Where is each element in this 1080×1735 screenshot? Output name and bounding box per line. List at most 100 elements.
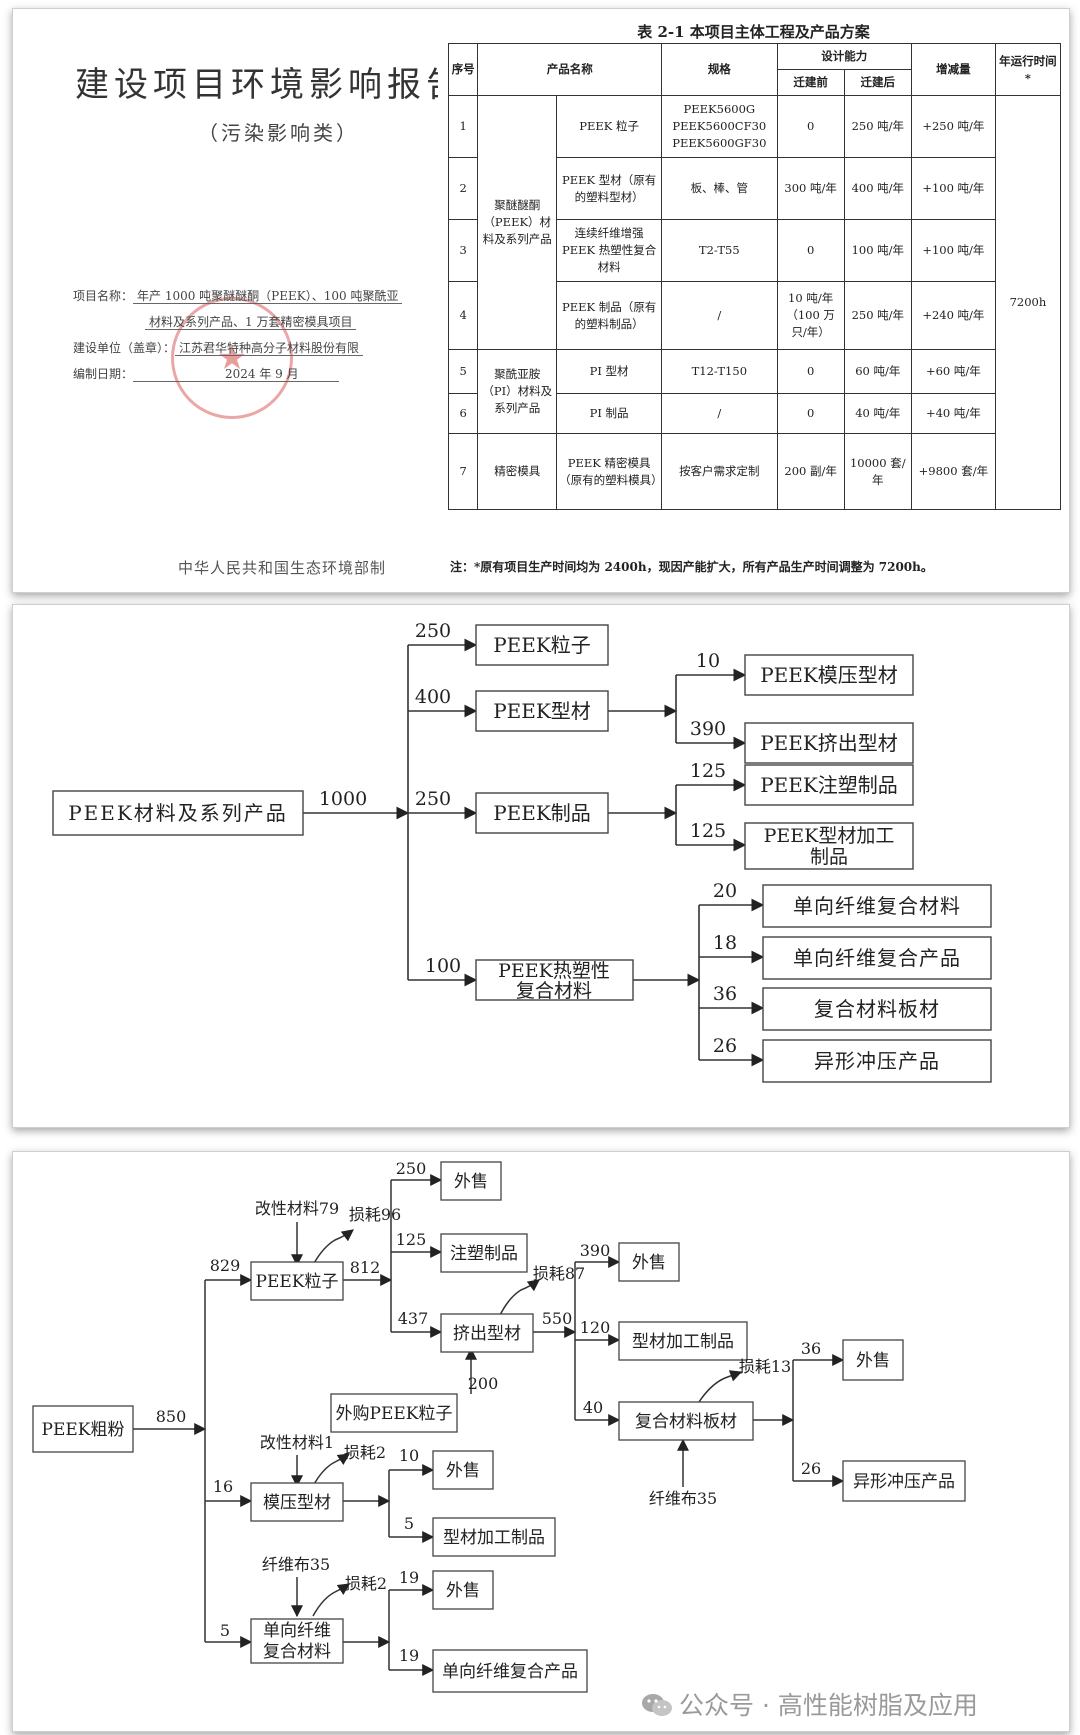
cell-no: 4 bbox=[447, 281, 479, 350]
tree-labels: PEEK材料及系列产品 PEEK粒子 PEEK型材 PEEK制品 PEEK热塑性… bbox=[68, 633, 961, 1073]
value-profile: 400 bbox=[415, 686, 451, 708]
box-extrusion bbox=[440, 1313, 534, 1353]
sale-1-label: 外售 bbox=[454, 1172, 488, 1192]
value-40: 40 bbox=[583, 1398, 603, 1417]
cell-product: PEEK 精密模具（原有的塑料模具） bbox=[556, 433, 663, 510]
official-seal: ★ bbox=[171, 297, 293, 419]
report-cover: 建设项目环境影响报告 （污染影响类） ★ 项目名称：年产 1000 吨聚醚醚酮（… bbox=[13, 9, 460, 592]
flow-inputs: 改性材料79 改性材料1 纤维布35 纤维布35 损耗96 损耗87 损耗2 损… bbox=[255, 1199, 791, 1593]
cell-after: 400 吨/年 bbox=[843, 157, 912, 220]
value-composite: 100 bbox=[425, 955, 461, 977]
seal-star-icon: ★ bbox=[216, 338, 248, 378]
node-product bbox=[475, 792, 609, 834]
group-peek: 聚醚醚酮（PEEK）材料及系列产品 bbox=[477, 95, 558, 350]
header-hours: 年运行时间* bbox=[994, 43, 1062, 96]
value-molded-profile: 10 bbox=[696, 650, 720, 672]
cell-before: 0 bbox=[776, 393, 845, 434]
box-injection bbox=[440, 1233, 528, 1273]
material-flow-panel: PEEK粗粉 PEEK粒子 外售 注塑制品 挤出型材 外购PEEK粒子 外售 型… bbox=[12, 1151, 1070, 1732]
value-390: 390 bbox=[580, 1241, 611, 1260]
extruded-profile-label: PEEK挤出型材 bbox=[760, 731, 898, 755]
cell-product: PEEK 型材（原有的塑料型材） bbox=[556, 157, 663, 220]
cell-no: 1 bbox=[447, 95, 479, 158]
box-sale-4 bbox=[432, 1450, 494, 1490]
cell-product: PEEK 制品（原有的塑料制品） bbox=[556, 281, 663, 350]
date-label: 编制日期： bbox=[73, 367, 134, 381]
cell-change: +240 吨/年 bbox=[910, 281, 996, 350]
box-sale-5 bbox=[432, 1570, 494, 1610]
cell-after: 10000 套/年 bbox=[843, 433, 912, 510]
composite-label-1: PEEK热塑性 bbox=[498, 960, 610, 982]
tree-connectors bbox=[303, 638, 765, 1067]
value-product: 250 bbox=[415, 788, 451, 810]
table-title: 表 2-1 本项目主体工程及产品方案 bbox=[637, 23, 870, 41]
value-36: 36 bbox=[801, 1339, 821, 1358]
ud-material-label: 单向纤维复合材料 bbox=[793, 894, 961, 918]
watermark-text: 公众号 · 高性能树脂及应用 bbox=[679, 1691, 978, 1720]
value-120: 120 bbox=[580, 1318, 611, 1337]
profile-product-1-label: 型材加工制品 bbox=[632, 1332, 734, 1352]
value-root: 1000 bbox=[319, 788, 367, 810]
cell-no: 5 bbox=[447, 349, 479, 394]
tree-boxes bbox=[52, 624, 992, 1083]
node-extruded-profile bbox=[744, 722, 914, 764]
extrusion-label: 挤出型材 bbox=[453, 1324, 521, 1344]
node-molded-profile bbox=[744, 654, 914, 696]
root-label: PEEK材料及系列产品 bbox=[68, 801, 288, 825]
value-stamped: 26 bbox=[713, 1035, 737, 1057]
profile-label: PEEK型材 bbox=[493, 699, 591, 723]
cell-change: +60 吨/年 bbox=[910, 349, 996, 394]
node-profile-machined bbox=[744, 822, 914, 870]
cell-after: 60 吨/年 bbox=[843, 349, 912, 394]
cover-subtitle: （污染影响类） bbox=[198, 121, 359, 145]
cell-spec: 按客户需求定制 bbox=[661, 433, 778, 510]
table-row: 1 聚醚醚酮（PEEK）材料及系列产品 PEEK 粒子 PEEK5600G PE… bbox=[447, 95, 1062, 510]
cell-change: +250 吨/年 bbox=[910, 95, 996, 158]
value-437: 437 bbox=[398, 1309, 429, 1328]
node-profile bbox=[475, 690, 609, 732]
table-row: 7 精密模具 PEEK 精密模具（原有的塑料模具） 按客户需求定制 200 副/… bbox=[447, 433, 1061, 510]
date-field: 编制日期：2024 年 9 月 bbox=[73, 365, 339, 382]
value-250: 250 bbox=[396, 1159, 427, 1178]
molded-label: 模压型材 bbox=[263, 1493, 331, 1513]
header-spec: 规格 bbox=[661, 43, 778, 96]
cell-product: PEEK 粒子 bbox=[556, 95, 663, 158]
fiber-35-label-b: 纤维布35 bbox=[649, 1489, 717, 1508]
product-breakdown-panel: PEEK材料及系列产品 PEEK粒子 PEEK型材 PEEK制品 PEEK热塑性… bbox=[12, 604, 1070, 1128]
cell-change: +100 吨/年 bbox=[910, 219, 996, 282]
fiber-35-label-a: 纤维布35 bbox=[262, 1555, 330, 1574]
cell-before: 300 吨/年 bbox=[776, 157, 845, 220]
value-10: 10 bbox=[399, 1446, 419, 1465]
ud-product-label: 单向纤维复合产品 bbox=[793, 946, 961, 970]
header-name: 产品名称 bbox=[477, 43, 663, 96]
composite-label-2: 复合材料 bbox=[516, 980, 592, 1002]
cell-before: 10 吨/年（100 万只/年） bbox=[776, 281, 845, 350]
modifier-1-label: 改性材料1 bbox=[260, 1433, 334, 1452]
value-200: 200 bbox=[468, 1374, 499, 1393]
cell-after: 100 吨/年 bbox=[843, 219, 912, 282]
box-sale-1 bbox=[440, 1161, 502, 1201]
cell-after: 250 吨/年 bbox=[843, 281, 912, 350]
product-breakdown-diagram: PEEK材料及系列产品 PEEK粒子 PEEK型材 PEEK制品 PEEK热塑性… bbox=[52, 620, 992, 1083]
box-stamped bbox=[842, 1460, 966, 1502]
cell-before: 0 bbox=[776, 95, 845, 158]
loss-96-label: 损耗96 bbox=[349, 1205, 401, 1224]
table-row: 6 PI 制品 / 0 40 吨/年 +40 吨/年 bbox=[447, 393, 1061, 434]
modifier-79-label: 改性材料79 bbox=[255, 1199, 339, 1218]
cell-before: 0 bbox=[776, 219, 845, 282]
cell-product: 连续纤维增强 PEEK 热塑性复合材料 bbox=[556, 219, 663, 282]
panel-label: 复合材料板材 bbox=[814, 997, 940, 1021]
box-panel bbox=[618, 1401, 754, 1441]
value-850: 850 bbox=[156, 1407, 187, 1426]
value-125: 125 bbox=[396, 1230, 427, 1249]
box-profile-product-2 bbox=[432, 1517, 556, 1557]
value-pellet: 250 bbox=[415, 620, 451, 642]
header-capacity: 设计能力 bbox=[776, 43, 912, 70]
product-table: 序号 产品名称 规格 设计能力 增减量 年运行时间* 迁建前 迁建后 1 聚醚醚… bbox=[447, 43, 1062, 510]
loss-13-label: 损耗13 bbox=[739, 1357, 791, 1376]
bought-label: 外购PEEK粒子 bbox=[336, 1404, 453, 1424]
cell-before: 0 bbox=[776, 349, 845, 394]
node-pellet bbox=[475, 624, 609, 666]
box-raw bbox=[32, 1405, 134, 1453]
cell-after: 40 吨/年 bbox=[843, 393, 912, 434]
